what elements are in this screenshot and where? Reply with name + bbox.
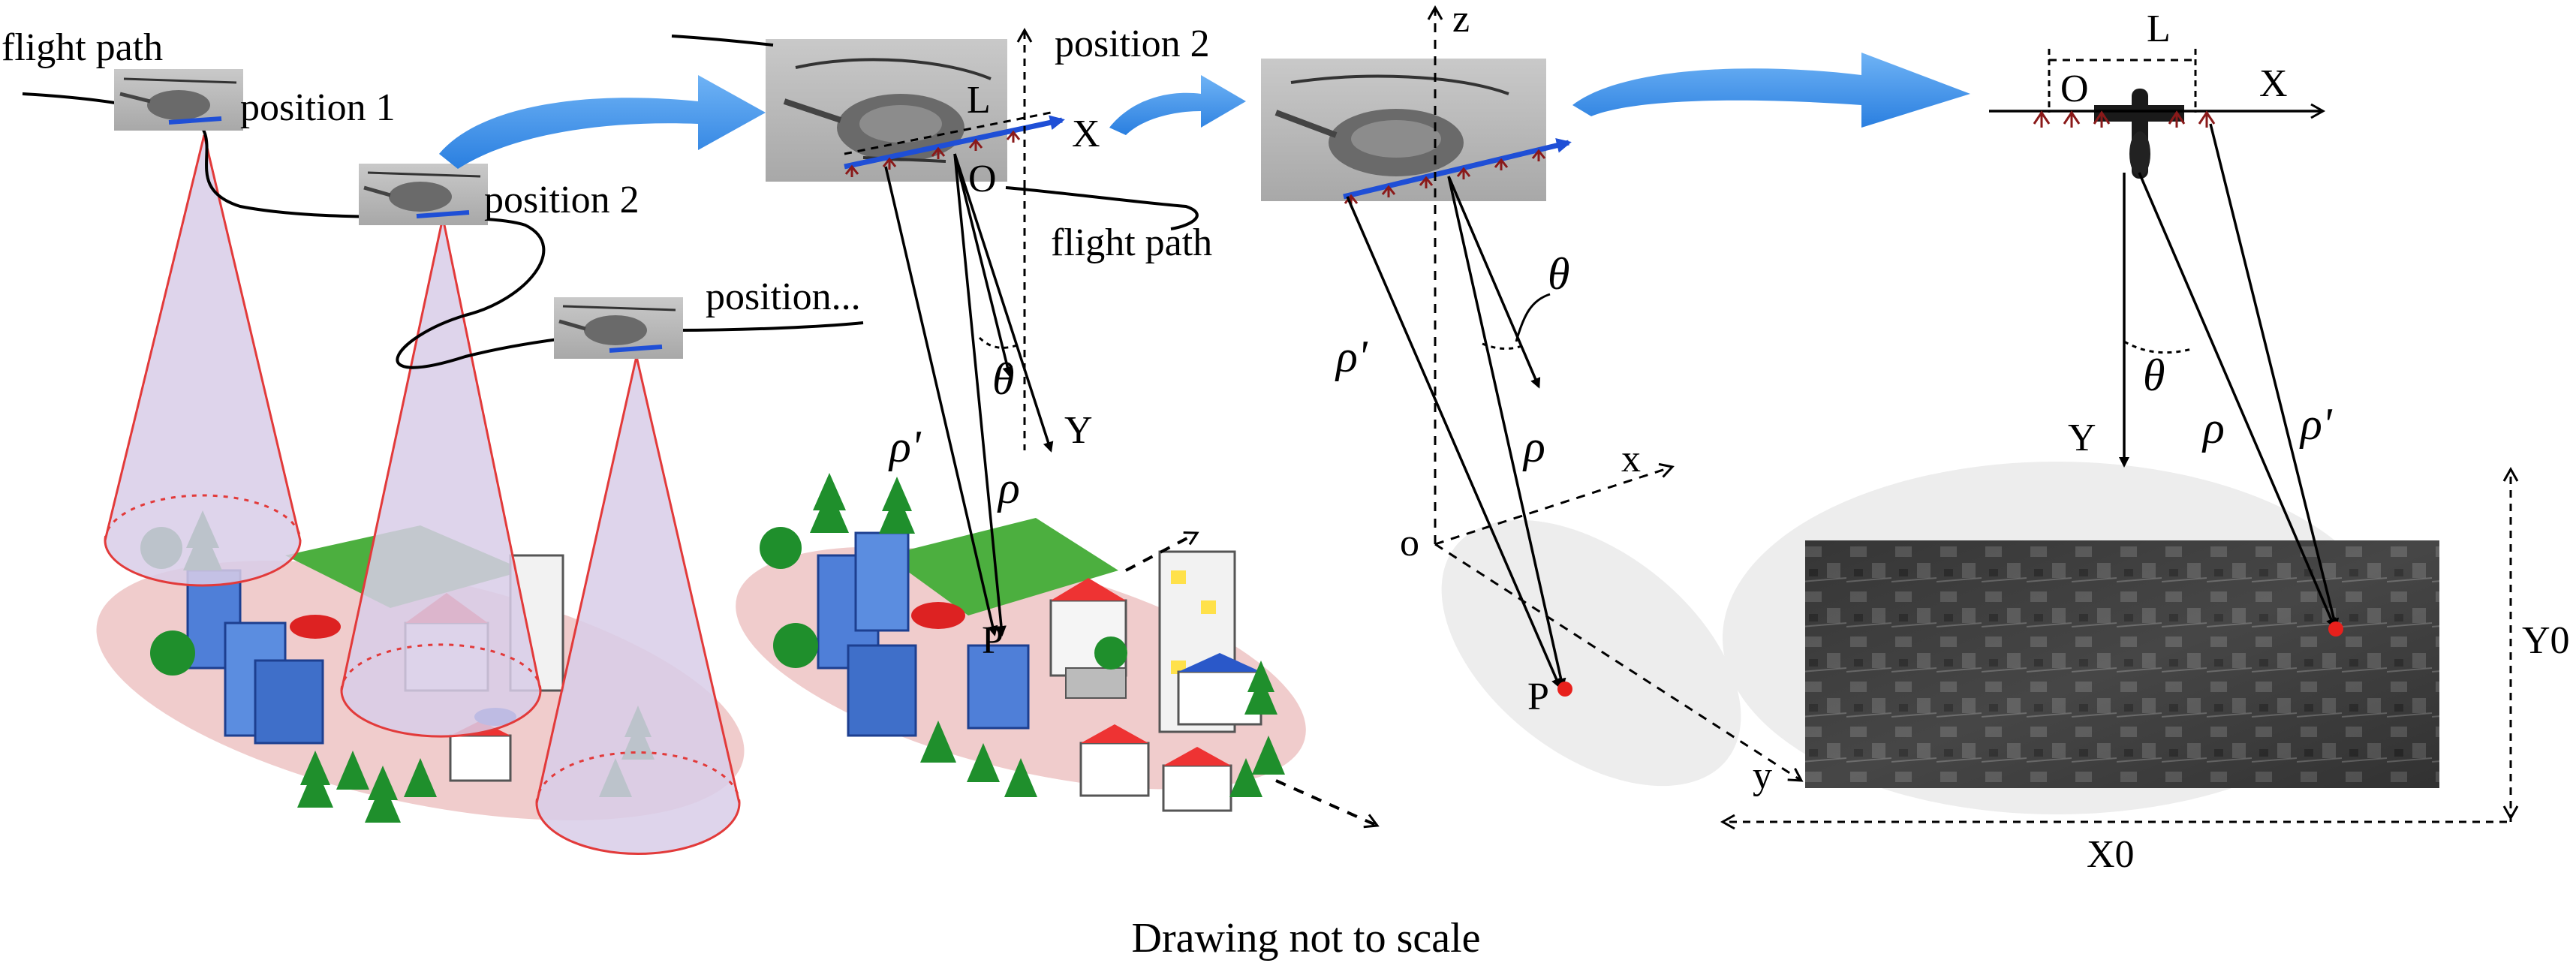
theta-label-3: θ (1548, 249, 1569, 299)
L-label-4: L (2147, 8, 2171, 50)
X0-label: X0 (2087, 833, 2135, 876)
transition-arrow-2 (1109, 75, 1246, 135)
x-axis-3 (1434, 462, 1675, 546)
ground-axis-dash-2 (1275, 779, 1380, 829)
antenna-elements-4 (2033, 110, 2216, 128)
theta-label-4: θ (2143, 351, 2165, 400)
rho-label-2: ρ (997, 463, 1020, 513)
target-point-3 (1557, 682, 1572, 697)
position-more-label: position... (706, 275, 861, 318)
rho-ray-4 (2138, 172, 2337, 629)
helicopter-icon-large-3 (1261, 59, 1546, 201)
rho-prime-ray-2 (884, 166, 998, 636)
X-label-2: X (1072, 113, 1100, 155)
look-direction-3 (1447, 176, 1541, 389)
rho-prime-label-2: ρ' (888, 422, 922, 471)
theta-arc-3 (1482, 342, 1524, 350)
Y-label-4: Y (2068, 417, 2096, 459)
panel-4-imaging-plane: X L O Y θ ρ ρ' Y0 X0 (1720, 8, 2570, 876)
antenna-elements-2 (844, 130, 1021, 177)
P-label-3: P (1527, 676, 1549, 718)
helicopter-icon-pos1 (114, 69, 243, 131)
helicopter-icon-pos3 (554, 297, 683, 359)
theta-label-2: θ (992, 354, 1014, 404)
rho-ray-3 (1447, 176, 1566, 689)
Y0-label: Y0 (2522, 619, 2570, 662)
antenna-elements-3 (1344, 149, 1546, 206)
antenna-array-axis-3 (1343, 138, 1572, 200)
transition-arrow-1 (439, 75, 766, 169)
position-2-label-p2: position 2 (1055, 23, 1210, 65)
theta-arc-2 (978, 336, 1018, 349)
X-label-4: X (2259, 62, 2288, 105)
flight-path-curve-2 (671, 35, 1199, 230)
o-label-3: o (1400, 522, 1419, 564)
helicopter-icon-large-2 (766, 39, 1007, 182)
O-label-4: O (2060, 68, 2089, 110)
rho-ray-2 (953, 153, 1007, 636)
rho-label-3: ρ (1522, 422, 1545, 471)
transition-arrow-3 (1572, 53, 1970, 128)
flight-path-label-1: flight path (2, 26, 163, 69)
rho-prime-label-4: ρ' (2299, 399, 2333, 449)
rho-prime-label-3: ρ' (1335, 332, 1368, 381)
rho-prime-ray-4 (2209, 123, 2340, 629)
rho-label-4: ρ (2201, 403, 2225, 453)
antenna-array-axis-2 (844, 115, 1065, 170)
theta-leader-3 (1515, 293, 1551, 342)
Y-label-2: Y (1064, 409, 1093, 452)
panel-2-geometry: L X O position 2 flight path θ ρ ρ' Y P (671, 23, 1380, 829)
ground-axis-dash-2b (1125, 531, 1199, 572)
L-label-2: L (967, 79, 991, 122)
x-label-3: x (1621, 438, 1641, 480)
position-1-label: position 1 (240, 86, 396, 129)
panel-3-coordinates: z x y o θ ρ ρ' P (1261, 0, 1970, 797)
O-label-2: O (968, 158, 997, 200)
city-illustration-2 (760, 473, 1285, 812)
look-direction-2 (953, 153, 1013, 378)
y-label-3: y (1753, 754, 1772, 797)
y-axis-3 (1434, 543, 1804, 782)
position-2-label-p1: position 2 (484, 179, 639, 221)
panel-1-multi-position: flight path position 1 position 2 positi… (2, 26, 864, 855)
target-point-4 (2328, 621, 2343, 636)
P-label-2: P (982, 619, 1004, 662)
aircraft-top-view-icon (2094, 89, 2184, 179)
z-label-3: z (1452, 0, 1470, 41)
helicopter-icon-pos2 (359, 164, 488, 225)
rho-prime-ray-3 (1346, 196, 1562, 689)
Y-axis-2 (953, 153, 1054, 453)
radar-beams (104, 134, 741, 855)
flight-path-label-2: flight path (1051, 221, 1212, 264)
caption: Drawing not to scale (1132, 915, 1481, 961)
